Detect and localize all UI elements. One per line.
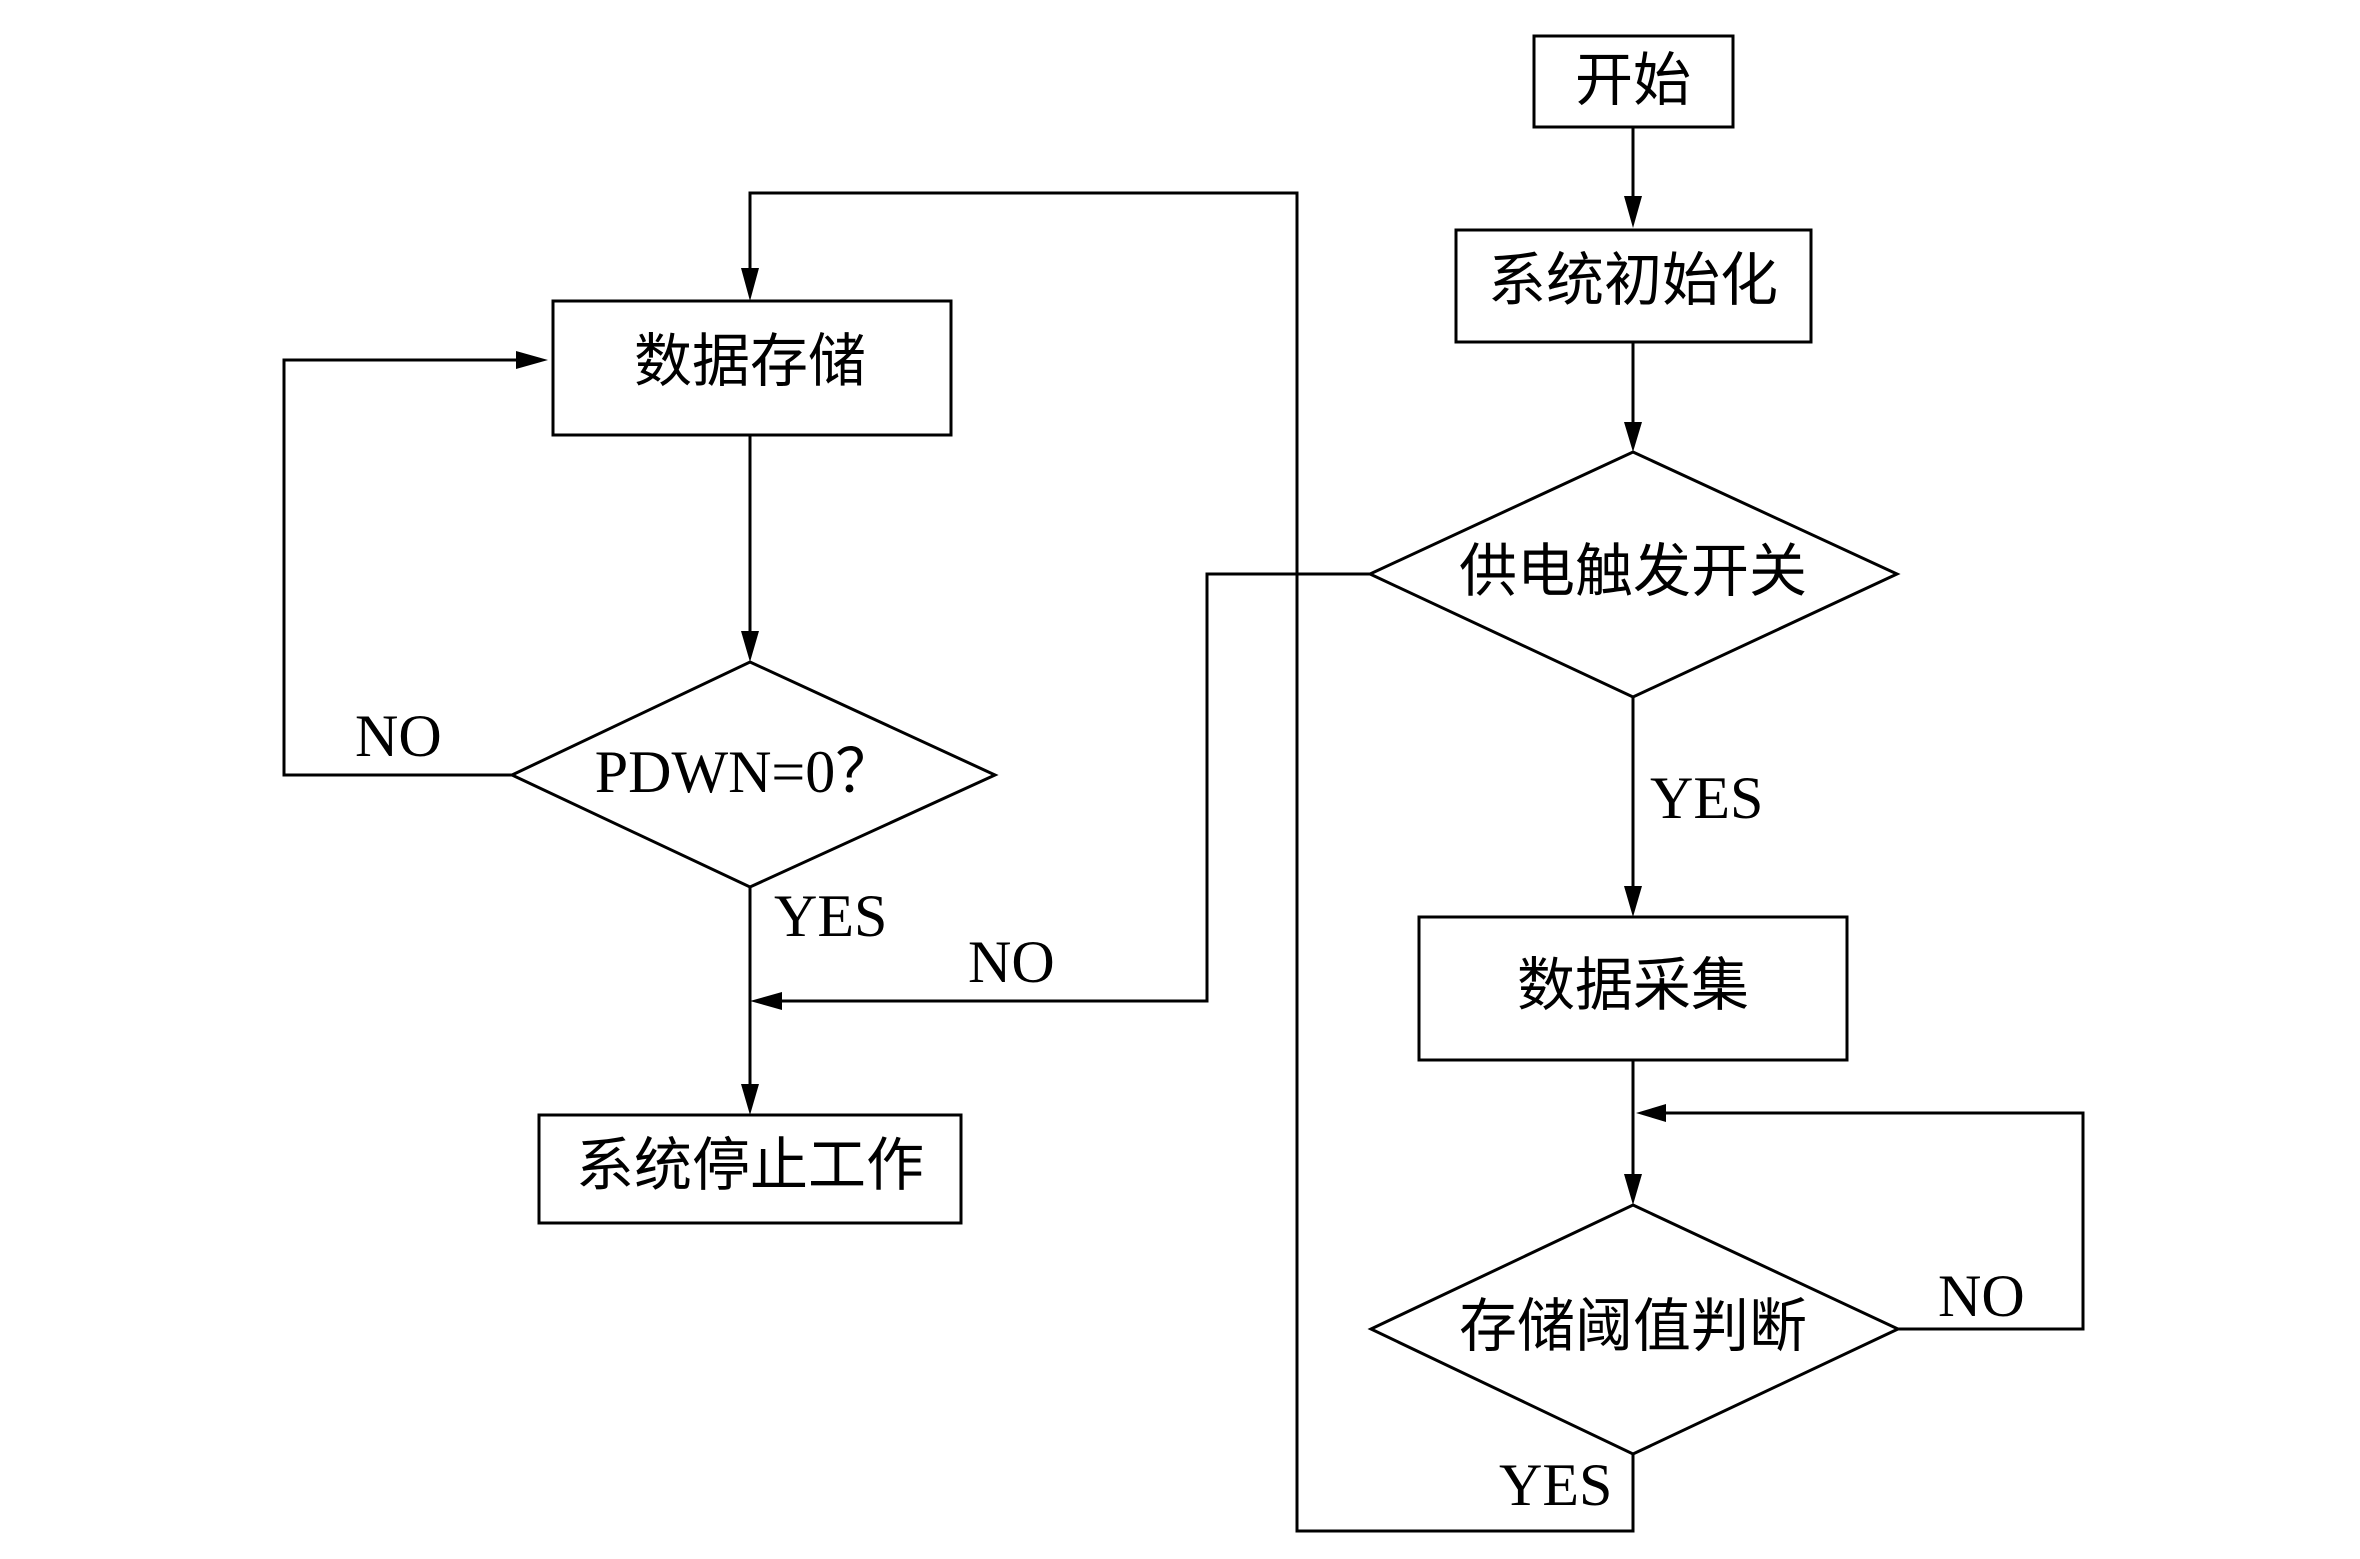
edge-store-to-pdwn <box>741 435 759 662</box>
node-start: 开始 <box>1532 34 1735 129</box>
node-init: 系统初始化 <box>1454 228 1813 344</box>
node-data-store: 数据存储 <box>551 299 953 437</box>
edge-power-switch-no <box>750 572 1370 1010</box>
node-init-label: 系统初始化 <box>1488 246 1778 314</box>
edge-pdwn-yes-to-stop <box>741 887 759 1115</box>
edge-power-switch-yes <box>1624 697 1642 917</box>
node-power-switch-label: 供电触发开关 <box>1459 537 1807 605</box>
node-threshold-label: 存储阈值判断 <box>1459 1292 1807 1360</box>
label-threshold-yes: YES <box>1499 1452 1612 1518</box>
node-data-store-label: 数据存储 <box>634 327 866 395</box>
edge-init-to-power-switch <box>1624 342 1642 452</box>
node-system-stop-label: 系统停止工作 <box>576 1131 924 1199</box>
node-data-collect-label: 数据采集 <box>1517 951 1749 1019</box>
node-pdwn-check-label: PDWN=0？ <box>595 739 896 805</box>
edge-pdwn-no-loop <box>282 351 548 777</box>
node-pdwn-check: PDWN=0？ <box>508 660 999 889</box>
node-start-label: 开始 <box>1575 46 1691 114</box>
node-data-collect: 数据采集 <box>1417 915 1849 1062</box>
label-pdwn-yes: YES <box>774 883 887 949</box>
label-power-switch-no: NO <box>968 929 1055 995</box>
edge-threshold-yes-to-store <box>741 191 1635 1533</box>
node-power-switch: 供电触发开关 <box>1366 450 1901 699</box>
edge-threshold-no-loop <box>1636 1104 2085 1331</box>
edge-start-to-init <box>1624 127 1642 228</box>
node-system-stop: 系统停止工作 <box>537 1113 963 1225</box>
label-pdwn-no: NO <box>355 703 442 769</box>
node-threshold: 存储阈值判断 <box>1367 1203 1902 1456</box>
label-threshold-no: NO <box>1938 1263 2025 1329</box>
label-power-switch-yes: YES <box>1650 765 1763 831</box>
edge-collect-to-threshold <box>1624 1060 1642 1205</box>
